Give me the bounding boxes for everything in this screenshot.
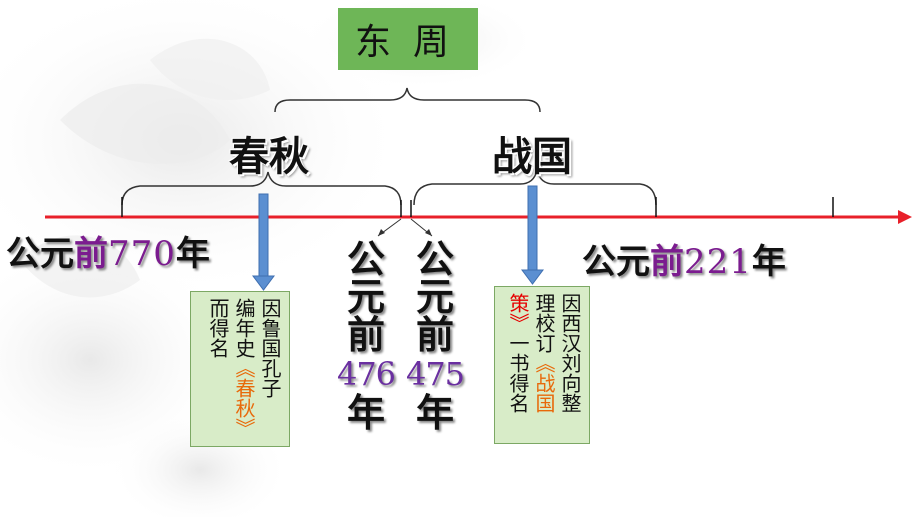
title-eastern-zhou: 东周: [338, 8, 478, 70]
note-spring-autumn: 因鲁国孔子 编年史《春秋》 而得名: [190, 291, 290, 447]
note-sa-col2b: 《春秋》: [232, 358, 256, 438]
blue-arrow-warring-states: [527, 185, 538, 271]
date-start-770: 公元前770年: [6, 226, 210, 275]
note-sa-col3: 而得名: [206, 298, 230, 358]
brace-warring-states: [413, 169, 657, 206]
brace-eastern-zhou: [274, 87, 541, 113]
note-sa-col1: 因鲁国孔子: [258, 298, 282, 398]
date-476-char-3: 前: [346, 313, 385, 357]
era-spring-autumn: 春秋: [229, 134, 309, 180]
date-split-475: 公 元 前 475 年: [405, 240, 465, 432]
date-475-char-1: 公: [415, 237, 454, 281]
date-start-year: 770: [108, 234, 176, 274]
note-warring-states: 因西汉刘向整 理校订《战国 策》一书得名: [494, 286, 590, 444]
date-476-char-2: 元: [346, 275, 385, 319]
blue-arrow-spring-autumn: [258, 193, 269, 277]
date-start-prefix: 公元: [6, 234, 74, 274]
date-end-prefix: 公元: [582, 242, 650, 282]
date-start-qian: 前: [74, 234, 108, 274]
date-end-qian: 前: [650, 242, 684, 282]
note-ws-col2a: 理校订: [532, 293, 556, 353]
note-ws-col3b: 一书得名: [506, 333, 530, 413]
date-475-year: 475: [405, 355, 465, 393]
era-warring-states: 战国: [492, 134, 572, 180]
brace-spring-autumn: [121, 171, 402, 206]
date-476-year: 476: [336, 355, 396, 393]
note-ws-col3a: 策》: [506, 293, 530, 333]
date-split-476: 公 元 前 476 年: [336, 240, 396, 432]
date-start-unit: 年: [175, 234, 210, 274]
note-ws-col2b: 《战国: [532, 353, 556, 413]
date-475-unit: 年: [415, 391, 454, 435]
note-sa-col2a: 编年史: [232, 298, 256, 358]
date-475-char-2: 元: [415, 275, 454, 319]
timeline-arrowhead: [898, 210, 912, 224]
date-end-221: 公元前221年: [582, 234, 786, 283]
date-end-year: 221: [684, 242, 752, 282]
date-475-char-3: 前: [415, 313, 454, 357]
note-ws-col1: 因西汉刘向整: [558, 293, 582, 413]
date-end-unit: 年: [751, 242, 786, 282]
date-476-unit: 年: [346, 391, 385, 435]
date-476-char-1: 公: [346, 237, 385, 281]
